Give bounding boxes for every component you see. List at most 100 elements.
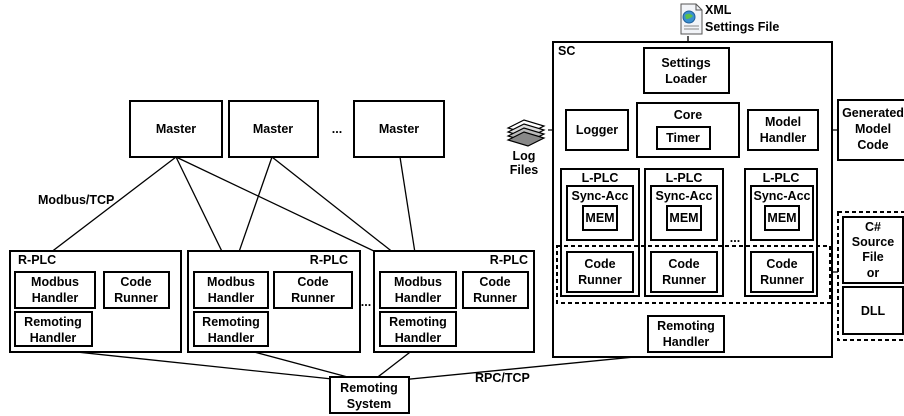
sync-acc-1-label: Sync-Acc (572, 189, 629, 203)
model-handler-box (747, 109, 819, 151)
modbus-handler-3-line2: Handler (395, 291, 442, 305)
remoting-handler-r2-line1: Remoting (202, 315, 260, 329)
csharp-dll-dashed-group (837, 211, 904, 341)
mem-2-label: MEM (669, 211, 698, 225)
code-runner-l3-line1: Code (766, 257, 797, 271)
modbus-handler-3-box (379, 271, 457, 309)
remoting-handler-r1-box (14, 311, 93, 347)
remoting-handler-r1-line2: Handler (30, 331, 77, 345)
csharp-source-box (842, 216, 904, 284)
csharp-line4: or (867, 266, 880, 280)
rplc-2-label: R-PLC (310, 253, 348, 267)
master-1-box (129, 100, 223, 158)
code-runners-dashed-group (556, 245, 831, 304)
master-2-label: Master (253, 122, 293, 136)
master-3-label: Master (379, 122, 419, 136)
code-runner-r2-line1: Code (297, 275, 328, 289)
code-runner-r3-line1: Code (479, 275, 510, 289)
modbus-handler-3-line1: Modbus (394, 275, 442, 289)
remoting-system-box (329, 376, 410, 414)
code-runner-r1-box (103, 271, 170, 309)
code-runner-l1-line2: Runner (578, 273, 622, 287)
code-runner-l1-box (566, 251, 634, 293)
code-runner-r2-box (273, 271, 353, 309)
timer-box (656, 126, 711, 150)
sc-label: SC (558, 44, 575, 58)
rplc-3-label: R-PLC (490, 253, 528, 267)
code-runner-l2-line1: Code (668, 257, 699, 271)
code-runner-l2-line2: Runner (662, 273, 706, 287)
lplc-ellipsis: ... (730, 231, 740, 245)
lplc-1: L-PLC Sync-Acc MEM Code Runner (560, 168, 640, 297)
lplc-2-label: L-PLC (666, 171, 703, 185)
csharp-line1: C# (865, 220, 881, 234)
settings-loader-line2: Loader (665, 72, 707, 86)
mem-1-box (582, 205, 618, 231)
code-runner-r1-line2: Runner (114, 291, 158, 305)
remoting-handler-r3-line2: Handler (395, 331, 442, 345)
generated-model-code-box (837, 99, 904, 161)
core-label: Core (674, 108, 703, 122)
mem-1-label: MEM (585, 211, 614, 225)
settings-loader-line1: Settings (661, 56, 710, 70)
modbus-tcp-label: Modbus/TCP (38, 193, 114, 207)
remoting-handler-r2-line2: Handler (208, 331, 255, 345)
modbus-handler-1-box (14, 271, 96, 309)
remoting-handler-r2-box (193, 311, 269, 347)
xml-label-line1: XML (705, 3, 732, 17)
master-1-label: Master (156, 122, 196, 136)
remoting-handler-r3-box (379, 311, 457, 347)
csharp-line3: File (862, 250, 884, 264)
rpc-tcp-label: RPC/TCP (475, 371, 530, 385)
dll-box (842, 286, 904, 335)
modbus-handler-1-line1: Modbus (31, 275, 79, 289)
xml-label-line2: Settings File (705, 20, 779, 34)
mem-3-box (764, 205, 800, 231)
code-runner-l3-box (750, 251, 814, 293)
sync-acc-3-label: Sync-Acc (754, 189, 811, 203)
settings-loader-box (643, 47, 730, 94)
code-runner-r1-line1: Code (120, 275, 151, 289)
lplc-3: L-PLC Sync-Acc MEM Code Runner (744, 168, 818, 297)
lplc-1-label: L-PLC (582, 171, 619, 185)
code-runner-r2-line2: Runner (291, 291, 335, 305)
rplc-1: R-PLC Modbus Handler Code Runner Remotin… (9, 250, 182, 353)
timer-label: Timer (666, 131, 700, 145)
code-runner-l2-box (650, 251, 718, 293)
code-runner-l1-line1: Code (584, 257, 615, 271)
master-2-box (228, 100, 319, 158)
sc-remoting-handler-line1: Remoting (657, 319, 715, 333)
log-files-icon (506, 119, 546, 147)
generated-code-line2: Model (855, 122, 891, 136)
master-ellipsis: ... (332, 122, 342, 136)
lplc-2: L-PLC Sync-Acc MEM Code Runner (644, 168, 724, 297)
model-handler-line1: Model (765, 115, 801, 129)
modbus-handler-2-line1: Modbus (207, 275, 255, 289)
logger-label: Logger (576, 123, 618, 137)
master-3-box (353, 100, 445, 158)
modbus-handler-1-line2: Handler (32, 291, 79, 305)
model-handler-line2: Handler (760, 131, 807, 145)
mem-2-box (666, 205, 702, 231)
rplc-3: R-PLC Modbus Handler Code Runner Remotin… (373, 250, 535, 353)
csharp-line2: Source (852, 235, 894, 249)
log-files-line1: Log (513, 149, 536, 163)
sc-remoting-handler-box (647, 315, 725, 353)
dll-label: DLL (861, 304, 886, 318)
sync-acc-2-label: Sync-Acc (656, 189, 713, 203)
code-runner-l3-line2: Runner (760, 273, 804, 287)
code-runner-r3-box (462, 271, 529, 309)
remoting-handler-r3-line1: Remoting (389, 315, 447, 329)
lplc-3-label: L-PLC (763, 171, 800, 185)
code-runner-r3-line2: Runner (473, 291, 517, 305)
remoting-system-line2: System (347, 397, 391, 411)
generated-code-line1: Generated (842, 106, 904, 120)
mem-3-label: MEM (767, 211, 796, 225)
sc-remoting-handler-line2: Handler (663, 335, 710, 349)
logger-box (565, 109, 629, 151)
modbus-handler-2-line2: Handler (208, 291, 255, 305)
rplc-2: R-PLC Modbus Handler Code Runner Remotin… (187, 250, 361, 353)
remoting-handler-r1-line1: Remoting (24, 315, 82, 329)
log-files-line2: Files (510, 163, 539, 177)
